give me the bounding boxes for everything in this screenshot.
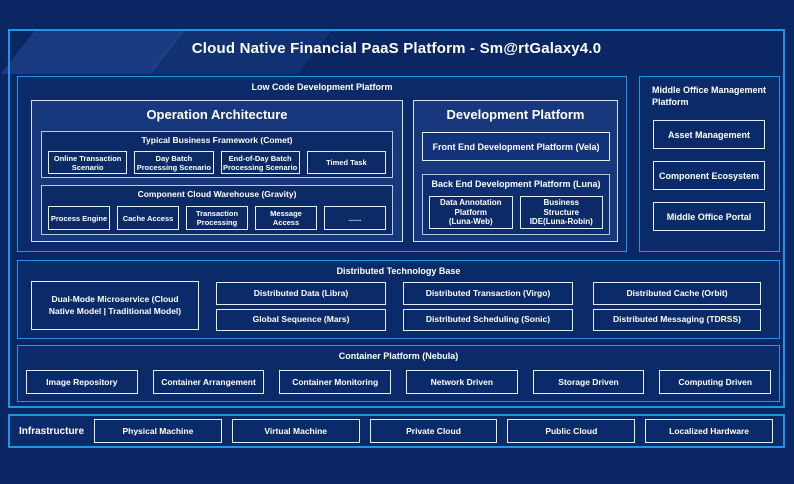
back-end-item: Data Annotation Platform (Luna-Web) (429, 196, 513, 229)
middle-office-item: Component Ecosystem (653, 161, 765, 190)
container-platform-label: Container Platform (Nebula) (338, 351, 459, 361)
operation-architecture-title: Operation Architecture (146, 107, 288, 122)
comet-group: Typical Business Framework (Comet) Onlin… (41, 131, 393, 178)
infrastructure-item: Localized Hardware (645, 419, 773, 443)
distributed-tech-label: Distributed Technology Base (336, 266, 461, 276)
comet-group-label: Typical Business Framework (Comet) (141, 135, 293, 145)
distributed-item: Distributed Transaction (Virgo) (403, 282, 573, 305)
gravity-item: Cache Access (117, 206, 179, 230)
gravity-item: ...... (324, 206, 386, 230)
middle-office-item: Asset Management (653, 120, 765, 149)
container-item: Network Driven (406, 370, 518, 394)
container-items-row: Image Repository Container Arrangement C… (26, 370, 772, 394)
dual-mode-microservice-box: Dual-Mode Microservice (Cloud Native Mod… (31, 281, 199, 330)
container-item: Container Arrangement (152, 370, 265, 394)
middle-office-section: Middle Office Management Platform Asset … (639, 76, 780, 252)
back-end-platform-group: Back End Development Platform (Luna) Dat… (422, 174, 610, 235)
container-item: Image Repository (26, 370, 138, 394)
page-title: Cloud Native Financial PaaS Platform - S… (191, 40, 602, 57)
container-item: Computing Driven (659, 370, 772, 394)
back-end-platform-label: Back End Development Platform (Luna) (431, 179, 601, 189)
infrastructure-label: Infrastructure (19, 425, 85, 437)
gravity-item: Message Access (255, 206, 317, 230)
infrastructure-item: Virtual Machine (231, 419, 360, 443)
low-code-platform-section: Low Code Development Platform Operation … (17, 76, 627, 252)
middle-office-item: Middle Office Portal (653, 202, 765, 231)
infrastructure-items-row: Physical Machine Virtual Machine Private… (94, 419, 783, 443)
development-platform-title: Development Platform (446, 107, 585, 122)
container-item: Container Monitoring (279, 370, 392, 394)
gravity-item: Transaction Processing (186, 206, 248, 230)
gravity-items-row: Process Engine Cache Access Transaction … (48, 206, 386, 230)
container-item: Storage Driven (532, 370, 645, 394)
gravity-group: Component Cloud Warehouse (Gravity) Proc… (41, 185, 393, 235)
gravity-item: Process Engine (48, 206, 110, 230)
infrastructure-section: Infrastructure Physical Machine Virtual … (8, 414, 785, 448)
low-code-platform-label: Low Code Development Platform (251, 82, 393, 92)
middle-office-label: Middle Office Management Platform (652, 85, 767, 107)
comet-item: End-of-Day Batch Processing Scenario (220, 151, 300, 174)
back-end-items-row: Data Annotation Platform (Luna-Web) Busi… (429, 196, 603, 229)
distributed-item: Global Sequence (Mars) (216, 309, 386, 331)
infrastructure-item: Physical Machine (94, 419, 222, 443)
development-platform-panel: Development Platform Front End Developme… (413, 100, 618, 242)
distributed-item: Distributed Cache (Orbit) (593, 282, 761, 305)
operation-architecture-panel: Operation Architecture Typical Business … (31, 100, 403, 242)
back-end-item: Business Structure IDE(Luna-Robin) (519, 196, 603, 229)
comet-item: Timed Task (306, 151, 386, 174)
comet-item: Online Transaction Scenario (48, 151, 128, 174)
container-platform-section: Container Platform (Nebula) Image Reposi… (17, 345, 780, 402)
distributed-tech-section: Distributed Technology Base Dual-Mode Mi… (17, 260, 780, 339)
distributed-item: Distributed Scheduling (Sonic) (403, 309, 573, 331)
distributed-item: Distributed Messaging (TDRSS) (593, 309, 761, 331)
distributed-item: Distributed Data (Libra) (216, 282, 386, 305)
front-end-platform-box: Front End Development Platform (Vela) (422, 132, 610, 161)
gravity-group-label: Component Cloud Warehouse (Gravity) (137, 189, 297, 199)
infrastructure-item: Private Cloud (369, 419, 498, 443)
main-frame: Cloud Native Financial PaaS Platform - S… (8, 29, 785, 408)
comet-item: Day Batch Processing Scenario (134, 151, 214, 174)
comet-items-row: Online Transaction Scenario Day Batch Pr… (48, 151, 386, 174)
infrastructure-item: Public Cloud (507, 419, 636, 443)
